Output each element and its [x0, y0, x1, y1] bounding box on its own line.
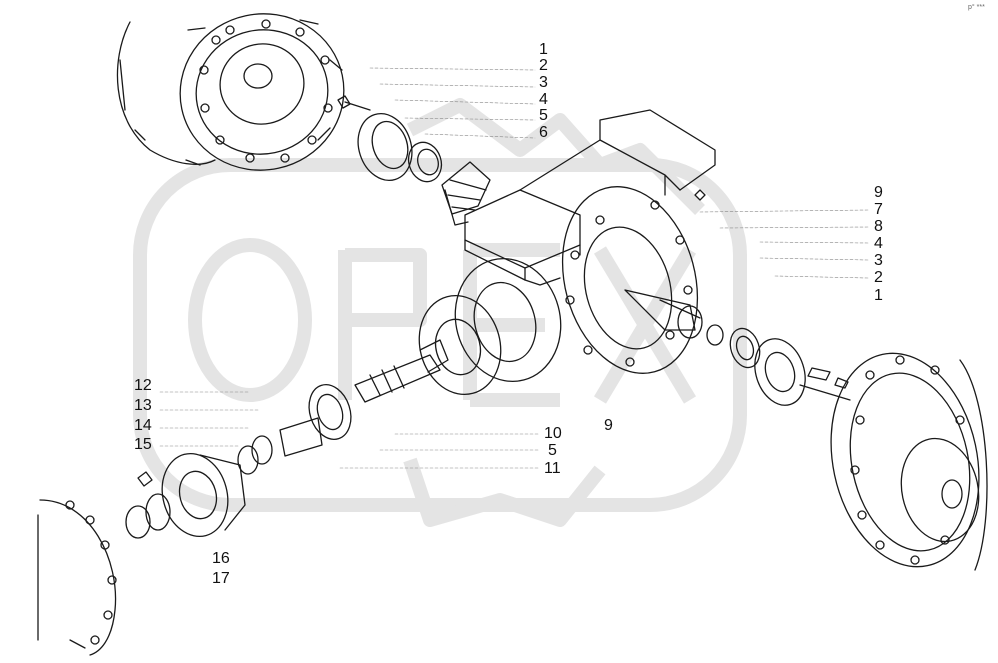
callout-c-9: 9	[604, 417, 613, 434]
bearing-left	[237, 384, 352, 475]
callout-l-15: 15	[134, 436, 152, 453]
shaft-right	[624, 289, 703, 339]
callout-tl-2: 2	[539, 57, 548, 74]
callout-r-4: 4	[874, 235, 883, 252]
bearing-right	[706, 324, 851, 406]
bevel-gear-top	[441, 161, 491, 226]
callout-r-1: 1	[874, 287, 883, 304]
flange-left	[125, 452, 246, 539]
callout-r-3: 3	[874, 252, 883, 269]
callout-tl-6: 6	[539, 124, 548, 141]
corner-mark: р° ***	[968, 4, 985, 11]
callout-r-2: 2	[874, 269, 883, 286]
wheel-hub-top-left	[116, 13, 345, 171]
callout-r-8: 8	[874, 218, 883, 235]
wheel-hub-bottom-left	[37, 499, 117, 656]
wheel-hub-right	[830, 352, 988, 571]
callout-c-5: 5	[548, 442, 557, 459]
bearing-cover-top	[357, 113, 443, 183]
callout-bl-17: 17	[212, 570, 230, 587]
callout-r-7: 7	[874, 201, 883, 218]
bolt-top	[337, 95, 371, 111]
pinion-shaft	[354, 339, 449, 403]
callout-l-14: 14	[134, 417, 152, 434]
callout-bl-16: 16	[212, 550, 230, 567]
callout-r-9: 9	[874, 184, 883, 201]
callout-c-11: 11	[544, 460, 561, 477]
callout-tl-1: 1	[539, 41, 548, 58]
callout-tl-4: 4	[539, 91, 548, 108]
leader-lines	[159, 67, 869, 469]
callout-l-13: 13	[134, 397, 152, 414]
axle-housing	[464, 109, 716, 374]
callout-tl-5: 5	[539, 107, 548, 124]
callout-l-12: 12	[134, 377, 152, 394]
callout-tl-3: 3	[539, 74, 548, 91]
callout-c-10: 10	[544, 425, 562, 442]
housing-flange-left	[418, 257, 562, 396]
